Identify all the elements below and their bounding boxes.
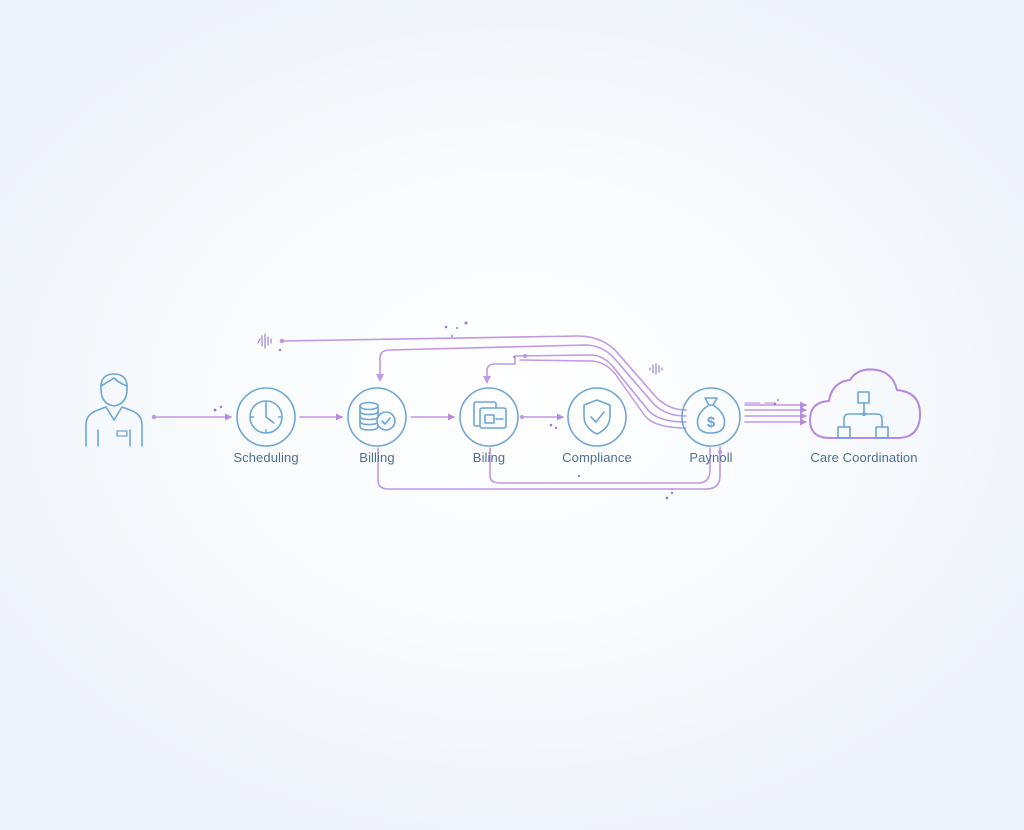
bottom-return-line-1 [377,446,721,490]
decorative-marks [257,333,776,404]
label-payroll: Paynoll [689,450,733,465]
coins-check-icon [359,401,396,431]
shield-check-icon [583,399,611,435]
node-care-coordination [809,368,921,439]
top-bus-line-3 [486,354,687,423]
signal-wave-icon [649,363,663,375]
label-billing: Billing [359,450,395,465]
node-biling [459,387,519,447]
node-compliance [567,387,627,447]
node-scheduling [236,387,296,447]
node-payroll: $ [681,387,741,447]
cloud-network-icon [809,368,921,439]
node-circle [236,387,296,447]
label-compliance: Compliance [562,450,632,465]
label-scheduling: Scheduling [233,450,299,465]
user-icon [85,373,143,447]
node-circle [459,387,519,447]
top-bus-line-2 [379,344,687,417]
node-user [85,373,143,447]
node-circle [347,387,407,447]
signal-wave-icon [257,333,272,349]
money-bag-icon: $ [696,397,726,434]
bottom-return-line-2 [489,447,711,484]
node-billing [347,387,407,447]
particle-dots [213,321,779,500]
top-bus-line-4 [519,359,687,429]
payroll-cloud-links [744,401,807,426]
node-circle [567,387,627,447]
connectors [151,335,807,490]
label-biling: Biling [472,450,506,465]
clock-icon [249,400,283,434]
top-bus-line-1 [281,335,687,411]
card-folder-icon [473,401,507,429]
node-circle [681,387,741,447]
svg-text:$: $ [707,414,716,431]
label-care-coordination: Care Coordination [810,450,918,465]
